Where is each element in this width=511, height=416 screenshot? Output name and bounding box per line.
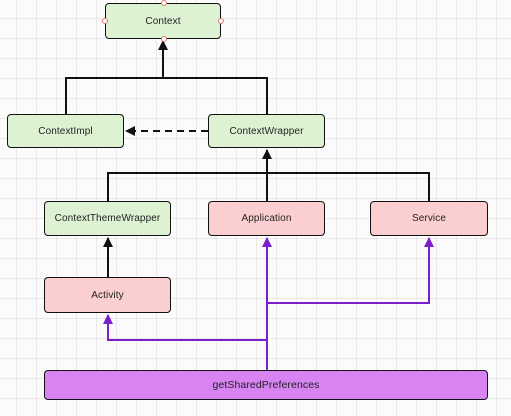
edge-subclasses-bus <box>107 172 430 201</box>
node-contextthemewrapper-label: ContextThemeWrapper <box>54 213 161 224</box>
node-contextwrapper[interactable]: ContextWrapper <box>208 114 325 148</box>
edge-contextimpl-to-context <box>65 77 268 114</box>
node-service[interactable]: Service <box>370 201 488 236</box>
node-contextimpl-label: ContextImpl <box>38 125 93 137</box>
node-contextwrapper-label: ContextWrapper <box>229 125 304 137</box>
node-getsharedpreferences[interactable]: getSharedPreferences <box>44 370 488 400</box>
selection-handle-bottom[interactable] <box>161 36 167 42</box>
node-activity[interactable]: Activity <box>44 277 171 313</box>
node-context-label: Context <box>145 15 181 27</box>
selection-handle-left[interactable] <box>102 18 108 24</box>
node-application[interactable]: Application <box>208 201 325 236</box>
node-contextimpl[interactable]: ContextImpl <box>7 114 124 148</box>
selection-handle-top[interactable] <box>161 0 167 6</box>
edge-getshared-to-activity <box>103 314 267 341</box>
node-service-label: Service <box>411 213 447 224</box>
node-context[interactable]: Context <box>102 0 224 42</box>
node-application-label: Application <box>241 213 292 224</box>
node-contextthemewrapper[interactable]: ContextThemeWrapper <box>44 201 171 236</box>
node-activity-label: Activity <box>91 289 124 301</box>
selection-handle-right[interactable] <box>218 18 224 24</box>
edge-getshared-to-service <box>267 237 434 304</box>
node-getsharedpreferences-label: getSharedPreferences <box>212 379 320 391</box>
